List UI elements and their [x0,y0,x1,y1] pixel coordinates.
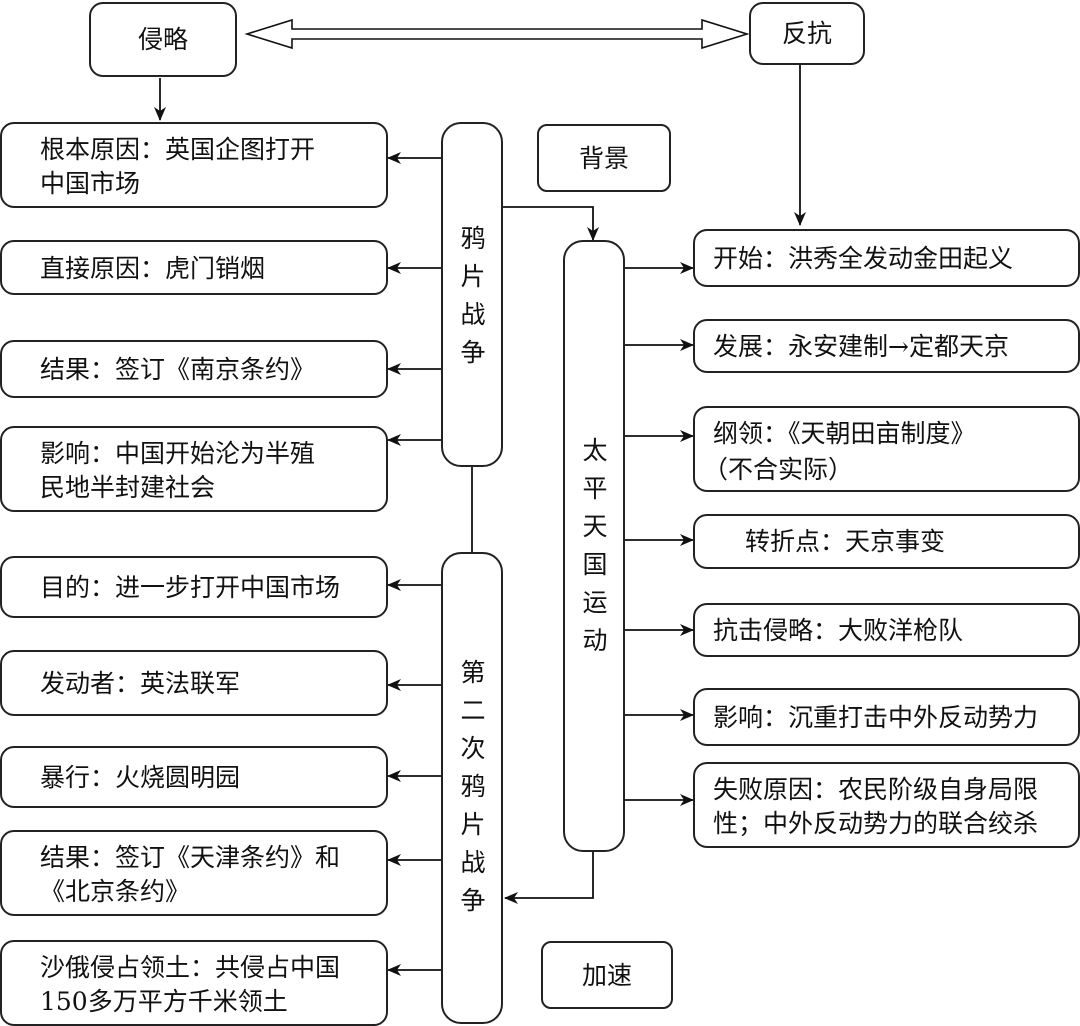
resistance-label: 反抗 [781,19,832,48]
taiping-item-line1: 发展：永安建制→定都天京 [713,332,1009,361]
aggression-label: 侵略 [137,25,188,54]
background-box: 背景 [537,124,671,192]
aggression-box: 侵略 [89,2,237,77]
opium-war-item-line2: 民地半封建社会 [40,473,216,502]
taiping-title: 太平天国运动 [582,436,608,655]
opium-war-item-result: 结果：签订《南京条约》 [0,340,388,398]
taiping-item-start: 开始：洪秀全发动金田起义 [693,229,1080,287]
taiping-item-line1: 抗击侵略：大败洋枪队 [713,616,964,645]
taiping-item-failure-reason: 失败原因：农民阶级自身局限 性；中外反动势力的联合绞杀 [693,762,1080,848]
taiping-item-program: 纲领：《天朝田亩制度》 （不合实际） [693,406,1080,492]
taiping-item-line1: 影响：沉重打击中外反动势力 [713,703,1039,732]
opium-war-item-root-cause: 根本原因：英国企图打开 中国市场 [0,122,388,208]
taiping-item-line1: 转折点：天京事变 [745,527,946,556]
double-arrow [244,18,750,50]
taiping-item-line2: 性；中外反动势力的联合绞杀 [713,809,1039,838]
opium-war-item-line1: 根本原因：英国企图打开 [40,135,316,164]
taiping-item-line2: （不合实际） [703,455,854,484]
second-opium-war-item-line1: 暴行：火烧圆明园 [40,763,241,792]
second-opium-war-item-line1: 沙俄侵占领土：共侵占中国 [40,953,341,982]
opium-war-item-line1: 结果：签订《南京条约》 [40,355,316,384]
background-label: 背景 [578,144,629,173]
second-opium-war-pill: 第二次鸦片战争 [441,552,503,1024]
second-opium-war-item-result: 结果：签订《天津条约》和 《北京条约》 [0,830,388,916]
opium-war-item-line1: 直接原因：虎门销烟 [40,254,266,283]
resistance-box: 反抗 [749,2,865,65]
arrow-background [503,206,599,241]
second-opium-war-item-line2: 150多万平方千米领土 [40,987,288,1016]
taiping-item-resist-aggression: 抗击侵略：大败洋枪队 [693,603,1080,657]
second-opium-war-item-purpose: 目的：进一步打开中国市场 [0,556,388,618]
opium-war-item-line1: 影响：中国开始沦为半殖 [40,439,316,468]
second-opium-war-item-atrocity: 暴行：火烧圆明园 [0,746,388,808]
arrow-accelerate [504,852,594,904]
taiping-item-development: 发展：永安建制→定都天京 [693,319,1080,373]
opium-war-pill: 鸦片战争 [441,122,503,467]
second-opium-war-title: 第二次鸦片战争 [460,658,486,915]
second-opium-war-item-line2: 《北京条约》 [40,877,191,906]
opium-war-item-influence: 影响：中国开始沦为半殖 民地半封建社会 [0,426,388,512]
second-opium-war-item-line1: 发动者：英法联军 [40,669,241,698]
taiping-item-turning-point: 转折点：天京事变 [693,514,1080,569]
opium-war-item-direct-cause: 直接原因：虎门销烟 [0,240,388,295]
taiping-item-line1: 失败原因：农民阶级自身局限 [713,775,1039,804]
accelerate-label: 加速 [581,961,632,990]
second-opium-war-item-line1: 结果：签订《天津条约》和 [40,843,341,872]
taiping-item-line1: 纲领：《天朝田亩制度》 [713,419,976,448]
second-opium-war-item-line1: 目的：进一步打开中国市场 [40,573,341,602]
taiping-item-influence: 影响：沉重打击中外反动势力 [693,688,1080,746]
opium-war-title: 鸦片战争 [460,224,486,367]
taiping-item-line1: 开始：洪秀全发动金田起义 [713,244,1014,273]
accelerate-box: 加速 [541,941,673,1009]
second-opium-war-item-initiator: 发动者：英法联军 [0,650,388,716]
second-opium-war-item-russia: 沙俄侵占领土：共侵占中国 150多万平方千米领土 [0,940,388,1026]
opium-war-item-line2: 中国市场 [40,169,141,198]
taiping-pill: 太平天国运动 [563,240,625,852]
